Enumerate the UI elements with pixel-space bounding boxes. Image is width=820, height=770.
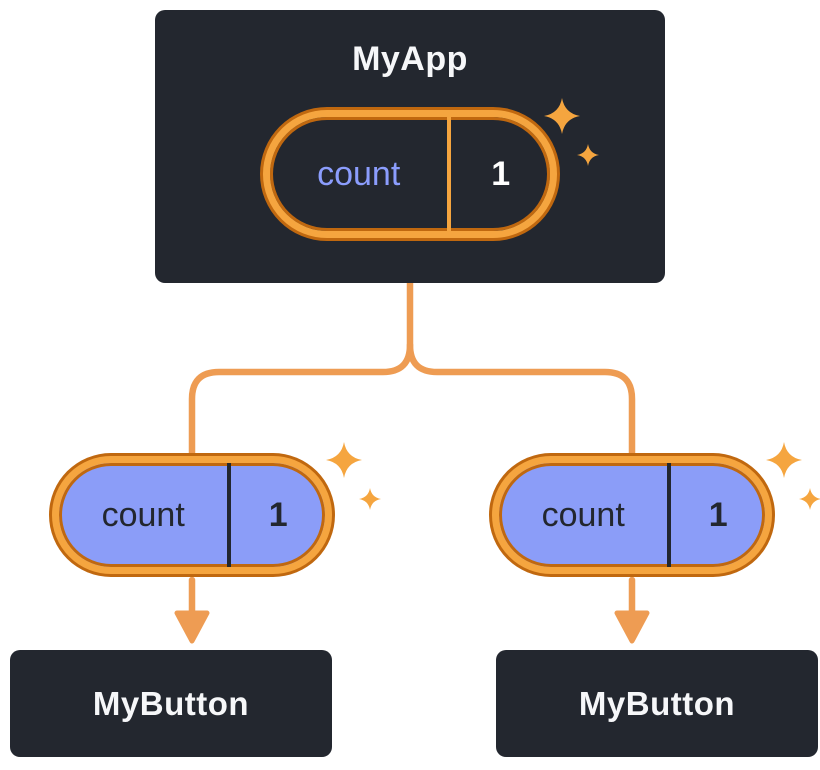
prop-pill-divider xyxy=(667,463,672,567)
state-pill-key: count xyxy=(317,154,401,193)
branch-right-line xyxy=(406,341,636,464)
prop-pill-count-left: count 1 xyxy=(52,456,332,574)
arrow-left-head xyxy=(174,610,210,644)
component-node-mybutton-right: MyButton xyxy=(496,650,818,757)
state-pill-count: count 1 xyxy=(263,110,557,238)
branch-left-line xyxy=(188,279,414,464)
prop-pill-value: 1 xyxy=(268,495,288,534)
prop-pill-count-right: count 1 xyxy=(492,456,772,574)
sparkle-icon xyxy=(766,442,820,510)
state-pill-value: 1 xyxy=(491,154,511,193)
arrow-right-head xyxy=(614,610,650,644)
sparkle-icon xyxy=(544,98,599,166)
prop-pill-key: count xyxy=(541,495,625,534)
component-node-mybutton-left: MyButton xyxy=(10,650,332,757)
state-pill-divider xyxy=(447,117,452,231)
prop-pill-divider xyxy=(227,463,232,567)
component-label-mybutton: MyButton xyxy=(578,684,736,722)
prop-pill-key: count xyxy=(101,495,185,534)
component-node-myapp: MyApp count 1 xyxy=(155,10,665,283)
prop-pill-value: 1 xyxy=(708,495,728,534)
sparkle-icon xyxy=(326,442,381,510)
component-label-myapp: MyApp xyxy=(352,40,468,78)
component-label-mybutton: MyButton xyxy=(92,684,250,722)
